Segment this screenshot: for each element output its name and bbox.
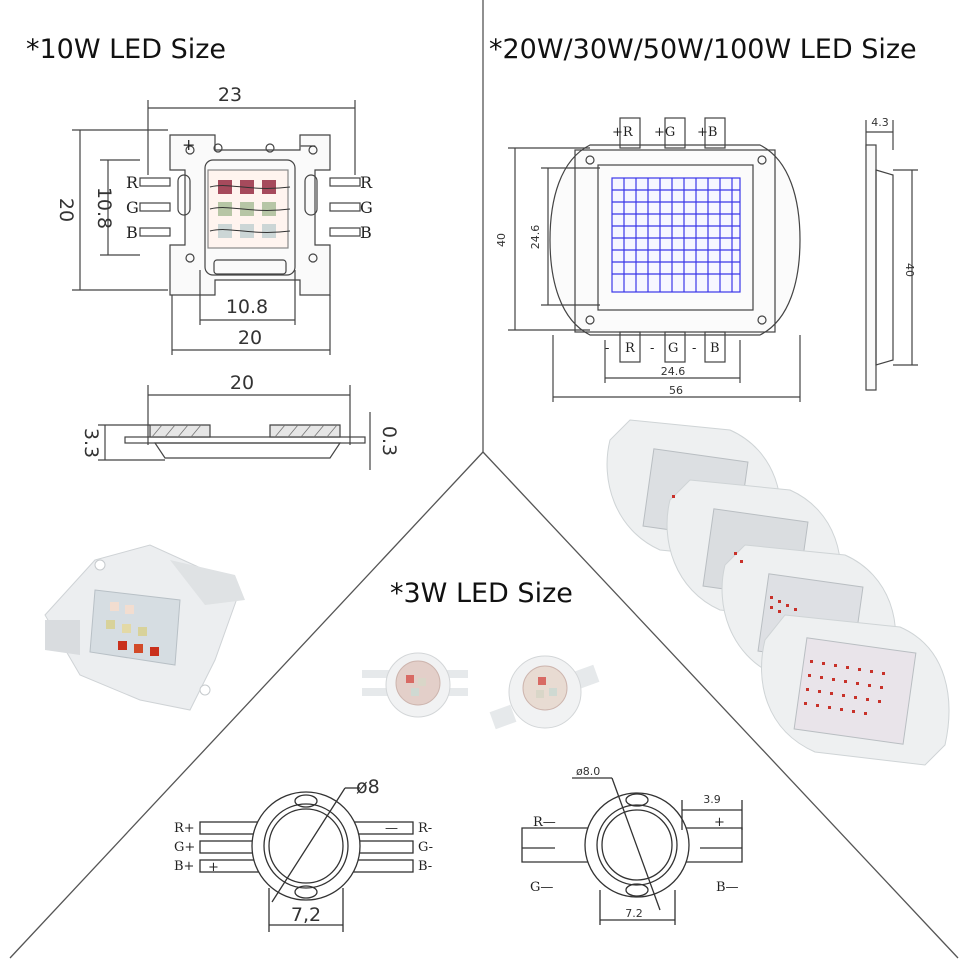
led3b-plus-label: + bbox=[714, 815, 725, 830]
led3b-b-minus-label: B— bbox=[716, 880, 739, 895]
led10-side-hatch bbox=[151, 424, 338, 438]
chip-cell-blue-3 bbox=[262, 224, 276, 238]
led3a-dim-width: 7,2 bbox=[291, 904, 321, 926]
led3-photo-2 bbox=[489, 655, 600, 730]
led3a-b-plus-label: B+ bbox=[174, 859, 194, 874]
led10-left-r-label: R bbox=[126, 173, 139, 192]
led20-top-g-label: +G bbox=[654, 125, 675, 140]
led20-bot-minus-3: - bbox=[692, 341, 696, 356]
led3b-dim-width: 7.2 bbox=[625, 907, 643, 920]
divider-left bbox=[9, 451, 484, 959]
title-10w: *10W LED Size bbox=[26, 34, 227, 65]
led10-dim-width-top: 23 bbox=[218, 84, 242, 106]
led3a-dim-diameter: ø8 bbox=[356, 776, 380, 798]
led3a-g-plus-label: G+ bbox=[174, 840, 195, 855]
led20-bot-minus-1: - bbox=[605, 341, 609, 356]
led10-right-g-label: G bbox=[360, 198, 373, 217]
led10-side-dim-base: 0.3 bbox=[378, 426, 400, 456]
led10-dim-height-inner: 10.8 bbox=[93, 187, 115, 229]
led10-dim-height-outer: 20 bbox=[55, 198, 77, 222]
led10-photo bbox=[44, 544, 245, 711]
led20-photo-stack bbox=[606, 419, 950, 766]
dividers bbox=[9, 0, 959, 959]
led3a-minus-mark: — bbox=[385, 821, 398, 836]
led3a-r-plus-label: R+ bbox=[174, 821, 195, 836]
led20-bot-r-label: R bbox=[625, 341, 636, 356]
chip-cell-red-3 bbox=[262, 180, 276, 194]
led10-side-dim-thickness: 3.3 bbox=[80, 428, 102, 458]
divider-right bbox=[482, 451, 959, 959]
led20-bot-minus-2: - bbox=[650, 341, 654, 356]
led10-right-b-label: B bbox=[360, 223, 372, 242]
led3a-drawing bbox=[199, 787, 414, 932]
led3b-dim-diameter: ø8.0 bbox=[576, 765, 600, 778]
led10-side-view bbox=[98, 385, 371, 470]
led20-bot-b-label: B bbox=[710, 341, 720, 356]
led20-side-dim-height: 40 bbox=[903, 263, 916, 277]
led10-plus-label: + bbox=[182, 135, 195, 154]
led20-dim-width-inner: 24.6 bbox=[661, 365, 686, 378]
led3a-g-minus-label: G- bbox=[418, 840, 433, 855]
led20-side-view bbox=[865, 120, 918, 391]
chip-cell-green-3 bbox=[262, 202, 276, 216]
chip-cell-blue-1 bbox=[218, 224, 232, 238]
led3-photo-1 bbox=[362, 652, 468, 718]
led20-chip-grid bbox=[611, 177, 741, 293]
led20-bot-g-label: G bbox=[668, 341, 678, 356]
led10-chip-cells bbox=[218, 180, 276, 238]
led10-left-g-label: G bbox=[126, 198, 139, 217]
led20-dim-height-inner: 24.6 bbox=[529, 225, 542, 250]
title-3w: *3W LED Size bbox=[390, 578, 573, 609]
led20-top-b-label: +B bbox=[697, 125, 717, 140]
led3-photos bbox=[362, 652, 600, 730]
chip-cell-red-1 bbox=[218, 180, 232, 194]
chip-cell-green-1 bbox=[218, 202, 232, 216]
led3a-plus-mark: + bbox=[208, 860, 219, 875]
led3b-dim-pad: 3.9 bbox=[703, 793, 721, 806]
led3a-b-minus-label: B- bbox=[418, 859, 432, 874]
led3a-r-minus-label: R- bbox=[418, 821, 432, 836]
led20-photo-red-dots bbox=[672, 495, 885, 715]
led3b-drawing bbox=[521, 777, 743, 925]
led3b-g-minus-label: G— bbox=[530, 880, 553, 895]
led20-photo-chip-4 bbox=[761, 614, 950, 766]
led10-dim-width-inner: 10.8 bbox=[226, 296, 268, 318]
led10-right-r-label: R bbox=[360, 173, 373, 192]
led10-dim-width-bottom: 20 bbox=[238, 327, 262, 349]
led10-minus-label: — bbox=[300, 135, 316, 154]
led10-left-b-label: B bbox=[126, 223, 138, 242]
title-20w: *20W/30W/50W/100W LED Size bbox=[489, 34, 917, 65]
led10-side-dim-width: 20 bbox=[230, 372, 254, 394]
led20-top-r-label: +R bbox=[612, 125, 634, 140]
led20-dim-height-outer: 40 bbox=[495, 233, 508, 247]
led20-side-dim-thickness: 4.3 bbox=[871, 116, 889, 129]
led10-photo-cell bbox=[110, 602, 119, 611]
led10-wires bbox=[209, 185, 291, 233]
led20-dim-width-outer: 56 bbox=[669, 384, 683, 397]
led3b-r-minus-label: R— bbox=[533, 815, 556, 830]
